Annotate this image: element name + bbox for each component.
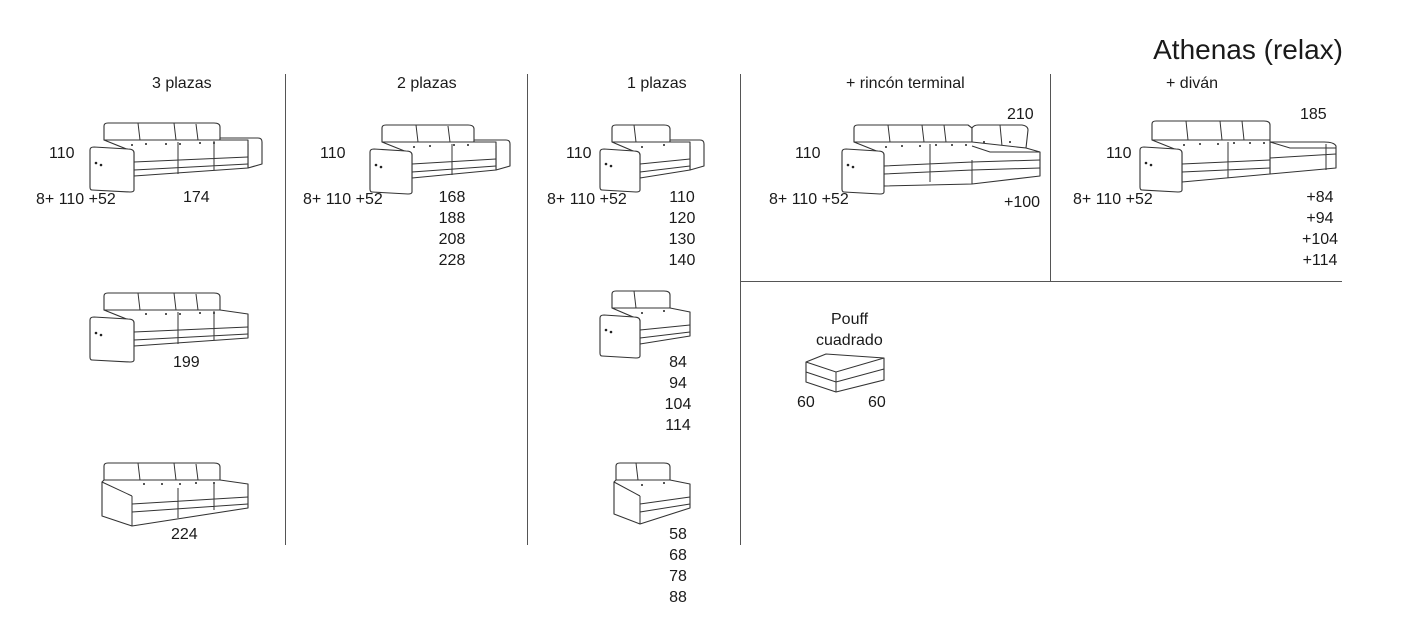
height-label-divan: 110: [1106, 145, 1132, 162]
width-option: 140: [668, 252, 696, 269]
width-label-3-plazas: 174: [183, 189, 210, 206]
height-label-rincon: 110: [795, 145, 821, 162]
divider-2-1: [527, 74, 528, 545]
divider-1-corner: [740, 74, 741, 545]
width-option: 84: [669, 354, 687, 371]
heading-rincon-terminal: + rincón terminal: [846, 75, 965, 92]
height-label-1-plazas: 110: [566, 145, 592, 162]
extra-label-rincon: +100: [1004, 194, 1041, 211]
sofa-divan-drawing: [1139, 120, 1337, 193]
width-option: 188: [438, 210, 466, 227]
divider-horizontal: [740, 281, 1342, 282]
sofa-rincon-terminal-drawing: [841, 124, 1041, 195]
depth-label-rincon: 8+ 110 +52: [769, 191, 849, 208]
depth-label-divan: 8+ 110 +52: [1073, 191, 1153, 208]
heading-1-plazas: 1 plazas: [627, 75, 687, 92]
depth-label-3-plazas: 8+ 110 +52: [36, 191, 116, 208]
sofa-2-plazas-drawing: [369, 124, 511, 195]
width-option: 208: [438, 231, 466, 248]
depth-label-2-plazas: 8+ 110 +52: [303, 191, 383, 208]
depth-label-1-plazas: 8+ 110 +52: [547, 191, 627, 208]
width-option: 104: [664, 396, 692, 413]
widths-1-plaza-one-arm: 84 94 104 114: [648, 352, 708, 436]
width-label-3-plazas-one-arm: 199: [173, 354, 200, 371]
pouf-drawing: [805, 353, 885, 393]
extra-option: +94: [1306, 210, 1334, 227]
sofa-1-plaza-no-arm-drawing: [613, 462, 691, 525]
height-label-3-plazas: 110: [49, 145, 75, 162]
extra-option: +114: [1302, 252, 1338, 269]
pouf-dim-right: 60: [868, 394, 886, 411]
extra-option: +84: [1306, 189, 1334, 206]
extras-divan: +84 +94 +104 +114: [1290, 187, 1350, 271]
width-option: 120: [668, 210, 696, 227]
divider-corner-divan: [1050, 74, 1051, 281]
heading-2-plazas: 2 plazas: [397, 75, 457, 92]
sofa-1-plaza-one-arm-drawing: [599, 290, 691, 359]
width-option: 94: [669, 375, 687, 392]
top-width-label-divan: 185: [1300, 106, 1327, 123]
divider-3-2: [285, 74, 286, 545]
width-option: 110: [669, 189, 695, 206]
widths-1-plaza-no-arm: 58 68 78 88: [648, 524, 708, 608]
widths-1-plaza: 110 120 130 140: [652, 187, 712, 271]
width-option: 58: [669, 526, 687, 543]
pouf-heading-line1: Pouff: [831, 311, 869, 328]
height-label-2-plazas: 110: [320, 145, 346, 162]
widths-2-plazas: 168 188 208 228: [422, 187, 482, 271]
width-label-3-plazas-no-arm: 224: [171, 526, 198, 543]
sofa-1-plaza-drawing: [599, 124, 705, 193]
extra-option: +104: [1301, 231, 1339, 248]
pouf-dim-left: 60: [797, 394, 815, 411]
heading-divan: + diván: [1166, 75, 1219, 92]
width-option: 88: [669, 589, 687, 606]
width-option: 228: [438, 252, 466, 269]
page-title: Athenas (relax): [1153, 34, 1343, 65]
width-option: 78: [669, 568, 687, 585]
width-option: 130: [668, 231, 696, 248]
sofa-3-plazas-no-arm-drawing: [101, 462, 249, 527]
sofa-3-plazas-one-arm-drawing: [89, 292, 249, 363]
width-option: 168: [438, 189, 466, 206]
width-option: 114: [665, 417, 691, 434]
top-width-label-rincon: 210: [1007, 106, 1034, 123]
sofa-3-plazas-drawing: [89, 122, 263, 193]
pouf-heading-line2: cuadrado: [816, 332, 883, 349]
heading-3-plazas: 3 plazas: [152, 75, 212, 92]
width-option: 68: [669, 547, 687, 564]
